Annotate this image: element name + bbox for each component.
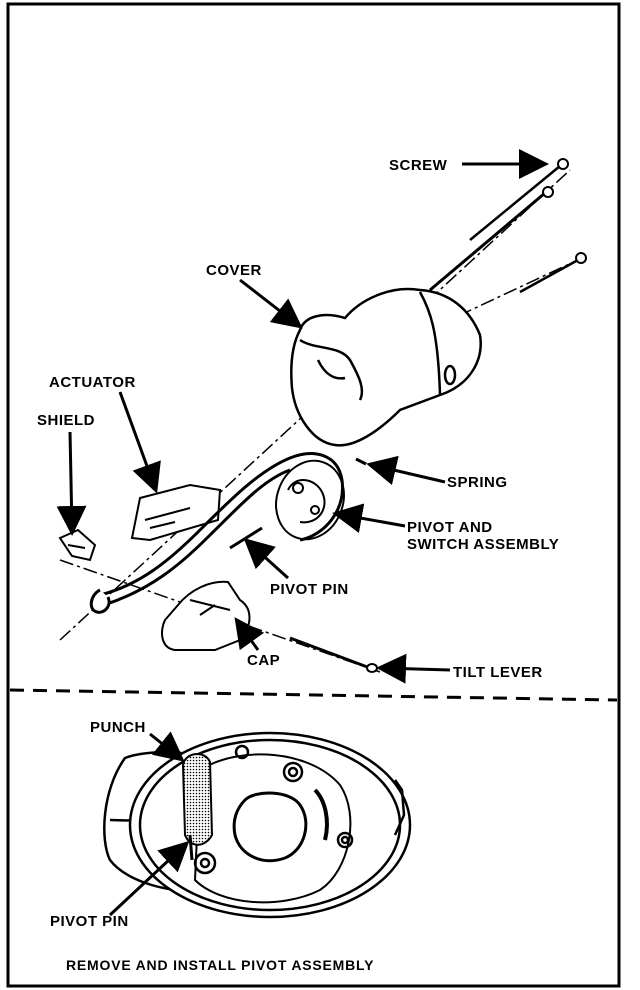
label-actuator: ACTUATOR [49,374,136,391]
label-screw: SCREW [389,157,448,174]
pivot-pin-detail [188,834,194,861]
exploded-view [56,149,587,684]
label-punch: PUNCH [90,719,146,736]
pivot-pin-part [229,526,263,550]
center-axis [59,169,571,641]
screw-part [429,158,587,294]
section-divider [9,688,618,702]
label-cap: CAP [247,652,281,669]
label-pivot-pin-bottom: PIVOT PIN [50,913,129,930]
label-pivot-switch-line2: SWITCH ASSEMBLY [407,536,560,553]
label-pivot-pin-top: PIVOT PIN [270,581,349,598]
figure-caption: REMOVE AND INSTALL PIVOT ASSEMBLY [66,957,375,973]
actuator-part [130,483,222,542]
detail-view [103,731,412,919]
label-shield: SHIELD [37,412,96,429]
wire-harness [89,452,344,614]
shield-part [58,528,97,562]
cover-part [290,287,482,447]
leader-arrows [56,149,549,684]
spring-part [355,457,367,466]
label-tilt-lever: TILT LEVER [453,664,543,681]
outer-border [6,2,621,988]
pivot-switch-part [275,459,345,541]
tilt-lever-part [289,636,378,673]
cap-part [161,580,251,651]
label-pivot-switch-assembly: PIVOT AND SWITCH ASSEMBLY [407,519,559,553]
label-pivot-switch-line1: PIVOT AND [407,519,493,536]
label-spring: SPRING [447,474,508,491]
label-cover: COVER [206,262,262,279]
punch-tool [181,753,214,846]
